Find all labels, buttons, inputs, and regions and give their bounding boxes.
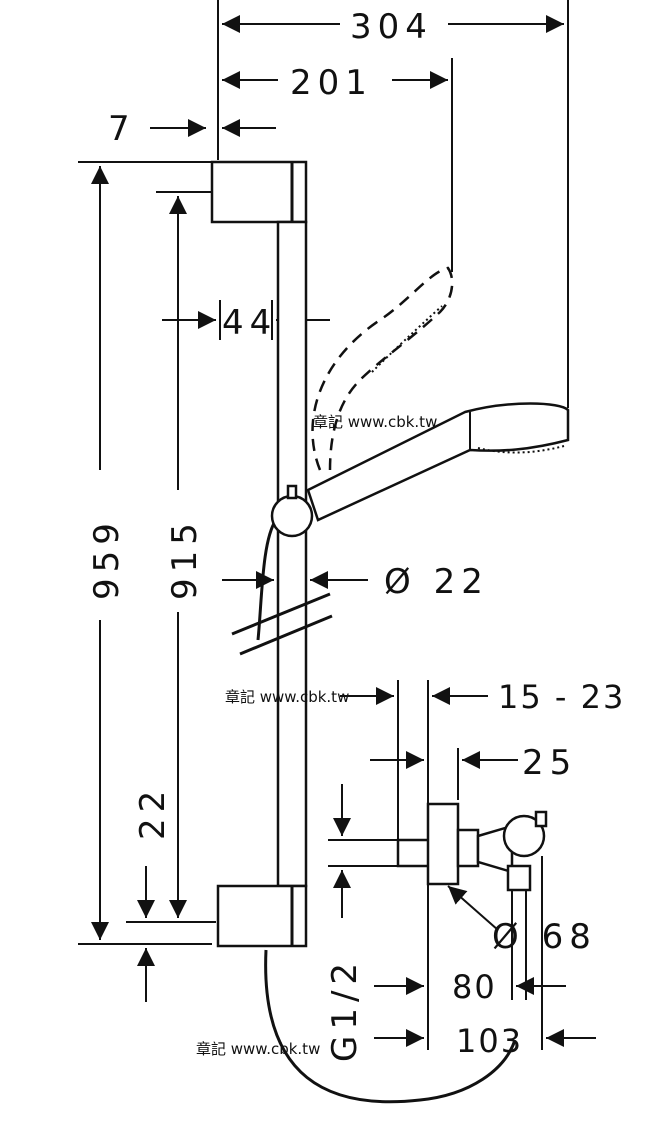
shower-rail bbox=[210, 160, 308, 948]
handshower-alt-position bbox=[311, 266, 454, 471]
handshower-body bbox=[306, 402, 570, 522]
dim-15-23: 15 - 23 bbox=[340, 678, 625, 1050]
rail-bar bbox=[276, 220, 308, 888]
dim-label-dia-22: Ø 22 bbox=[384, 562, 489, 602]
top-bracket bbox=[210, 160, 308, 224]
flange-icon bbox=[426, 802, 460, 886]
watermark-top: 章記 www.cbk.tw bbox=[313, 413, 437, 431]
nut bbox=[456, 828, 480, 868]
hose-bottom bbox=[264, 949, 517, 1104]
dim-103: 103 bbox=[374, 1022, 596, 1060]
dim-dia-68: Ø 68 bbox=[447, 885, 597, 957]
spray-face bbox=[477, 445, 565, 454]
dim-label-44: 44 bbox=[222, 303, 277, 343]
watermark-bottom: 章記 www.cbk.tw bbox=[196, 1040, 320, 1058]
dim-25: 25 bbox=[370, 743, 577, 800]
dim-label-7: 7 bbox=[108, 109, 136, 149]
dim-arrow-diag bbox=[447, 885, 499, 931]
dim-label-15-23: 15 - 23 bbox=[498, 678, 625, 716]
dim-7: 7 bbox=[108, 109, 276, 149]
dim-label-959: 959 bbox=[87, 517, 127, 600]
dim-label-25: 25 bbox=[522, 743, 577, 783]
dim-label-80: 80 bbox=[452, 968, 497, 1006]
pipe-stub bbox=[396, 838, 432, 868]
watermark-middle: 章記 www.cbk.tw bbox=[225, 688, 349, 706]
dim-201: 201 bbox=[222, 58, 453, 272]
slider-line bbox=[231, 592, 331, 636]
valve-cap bbox=[502, 814, 546, 858]
dim-80: 80 bbox=[374, 968, 566, 1006]
outlet bbox=[506, 864, 532, 892]
slider-knob bbox=[270, 494, 314, 538]
dim-959: 959 bbox=[78, 161, 212, 945]
dim-label-915: 915 bbox=[165, 517, 205, 600]
dim-304: 304 bbox=[217, 0, 569, 408]
dim-915: 915 bbox=[126, 191, 216, 923]
dim-dia-22: Ø 22 bbox=[222, 562, 489, 602]
dim-label-g12: G1/2 bbox=[325, 957, 365, 1062]
dim-label-103: 103 bbox=[456, 1022, 523, 1060]
alt-spray-face bbox=[371, 305, 443, 373]
dim-label-dia-68: Ø 68 bbox=[492, 917, 597, 957]
dim-22-bracket: 22 bbox=[133, 785, 173, 1002]
dim-label-304: 304 bbox=[350, 7, 433, 47]
handshower-icon bbox=[270, 266, 570, 538]
dim-44: 44 bbox=[162, 300, 330, 343]
dim-label-22: 22 bbox=[133, 785, 173, 840]
slider-line bbox=[239, 614, 333, 656]
valve-icon bbox=[328, 802, 548, 1050]
valve-pin bbox=[534, 810, 548, 828]
knob-pin bbox=[286, 484, 298, 500]
dim-label-201: 201 bbox=[290, 63, 373, 103]
